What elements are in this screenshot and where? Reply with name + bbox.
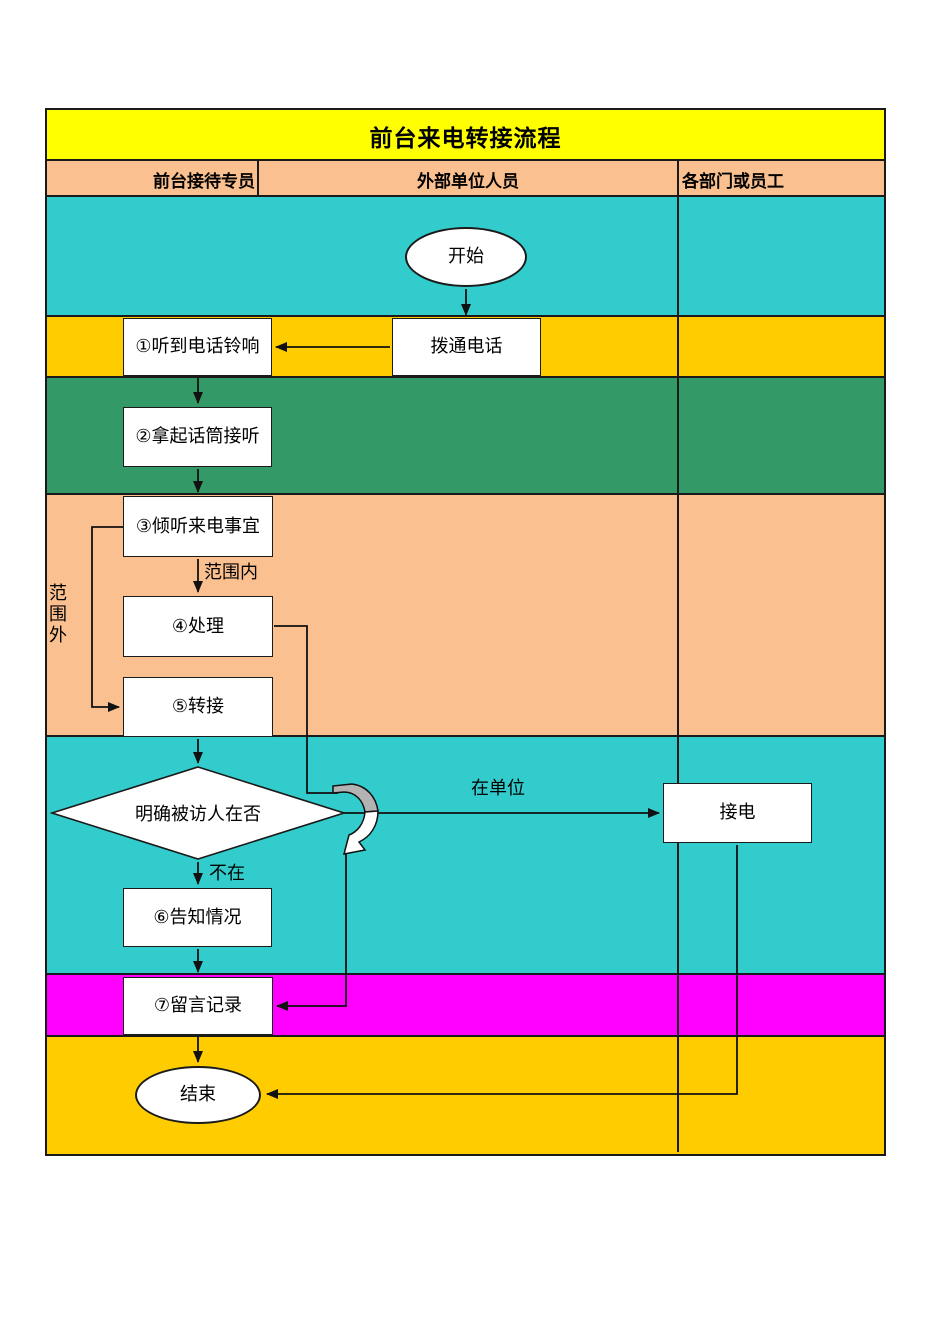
label-at-unit: 在单位: [471, 778, 525, 798]
lane-header-receptionist: 前台接待专员: [153, 171, 255, 191]
decision-diamond-shape: [49, 766, 347, 860]
decision-label: 明确被访人在否: [135, 804, 261, 824]
answer-node: 接电: [663, 783, 812, 843]
label-in-scope: 范围内: [204, 562, 258, 582]
grid-line: [45, 376, 886, 378]
page-title: 前台来电转接流程: [369, 124, 562, 151]
grid-line: [45, 195, 886, 197]
lane-header-departments: 各部门或员工: [682, 171, 784, 191]
listen-node: ③倾听来电事宜: [123, 496, 273, 557]
header-band: [45, 161, 886, 197]
hear-ring-node: ①听到电话铃响: [123, 318, 272, 376]
start-node: 开始: [405, 227, 527, 287]
pickup-node: ②拿起话筒接听: [123, 407, 272, 467]
end-node: 结束: [135, 1066, 261, 1124]
grid-line: [45, 735, 886, 737]
dial-node: 拨通电话: [392, 318, 541, 376]
transfer-node: ⑤转接: [123, 677, 273, 737]
grid-line: [45, 973, 886, 975]
message-node: ⑦留言记录: [123, 977, 273, 1035]
handle-node: ④处理: [123, 596, 273, 657]
grid-line: [45, 315, 886, 317]
lane-header-external: 外部单位人员: [417, 171, 519, 191]
inform-node: ⑥告知情况: [123, 888, 272, 947]
decision-node: 明确被访人在否: [49, 765, 347, 861]
grid-line: [45, 159, 886, 161]
label-not-in: 不在: [209, 863, 245, 883]
grid-line: [45, 1035, 886, 1037]
grid-line: [45, 493, 886, 495]
title-band: [45, 110, 886, 161]
label-out-of-scope: 范围外: [49, 583, 67, 645]
